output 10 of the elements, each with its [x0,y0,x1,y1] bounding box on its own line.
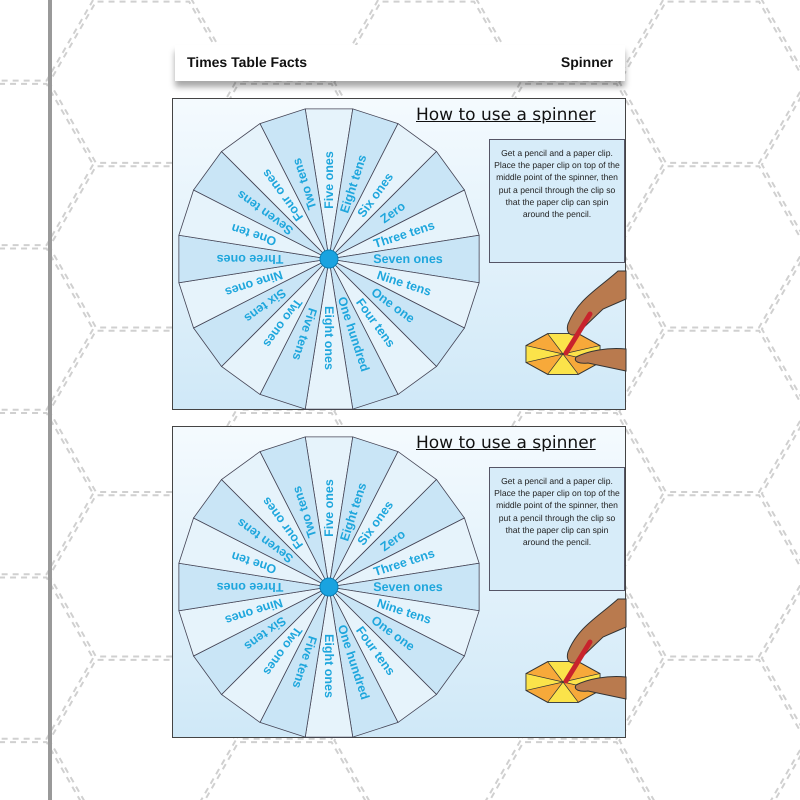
spinner-segment-label: Eight ones [320,275,338,401]
instruction-panel [172,426,626,738]
instruction-text: Get a pencil and a paper clip. Place the paper clip on top of the middle point of the spinner, then put a pencil through the clip so that the paper clip can spin around the pencil. [489,467,625,591]
panel-heading: How to use a spinner [416,433,596,453]
instruction-panel [172,98,626,410]
worksheet-title: Times Table Facts [187,54,308,70]
spinner-segment-label: Eight ones [320,603,338,729]
worksheet-subtitle: Spinner [560,54,613,70]
panel-heading: How to use a spinner [416,105,596,125]
instruction-text: Get a pencil and a paper clip. Place the paper clip on top of the middle point of the spinner, then put a pencil through the clip so that the paper clip can spin around the pencil. [489,139,625,263]
